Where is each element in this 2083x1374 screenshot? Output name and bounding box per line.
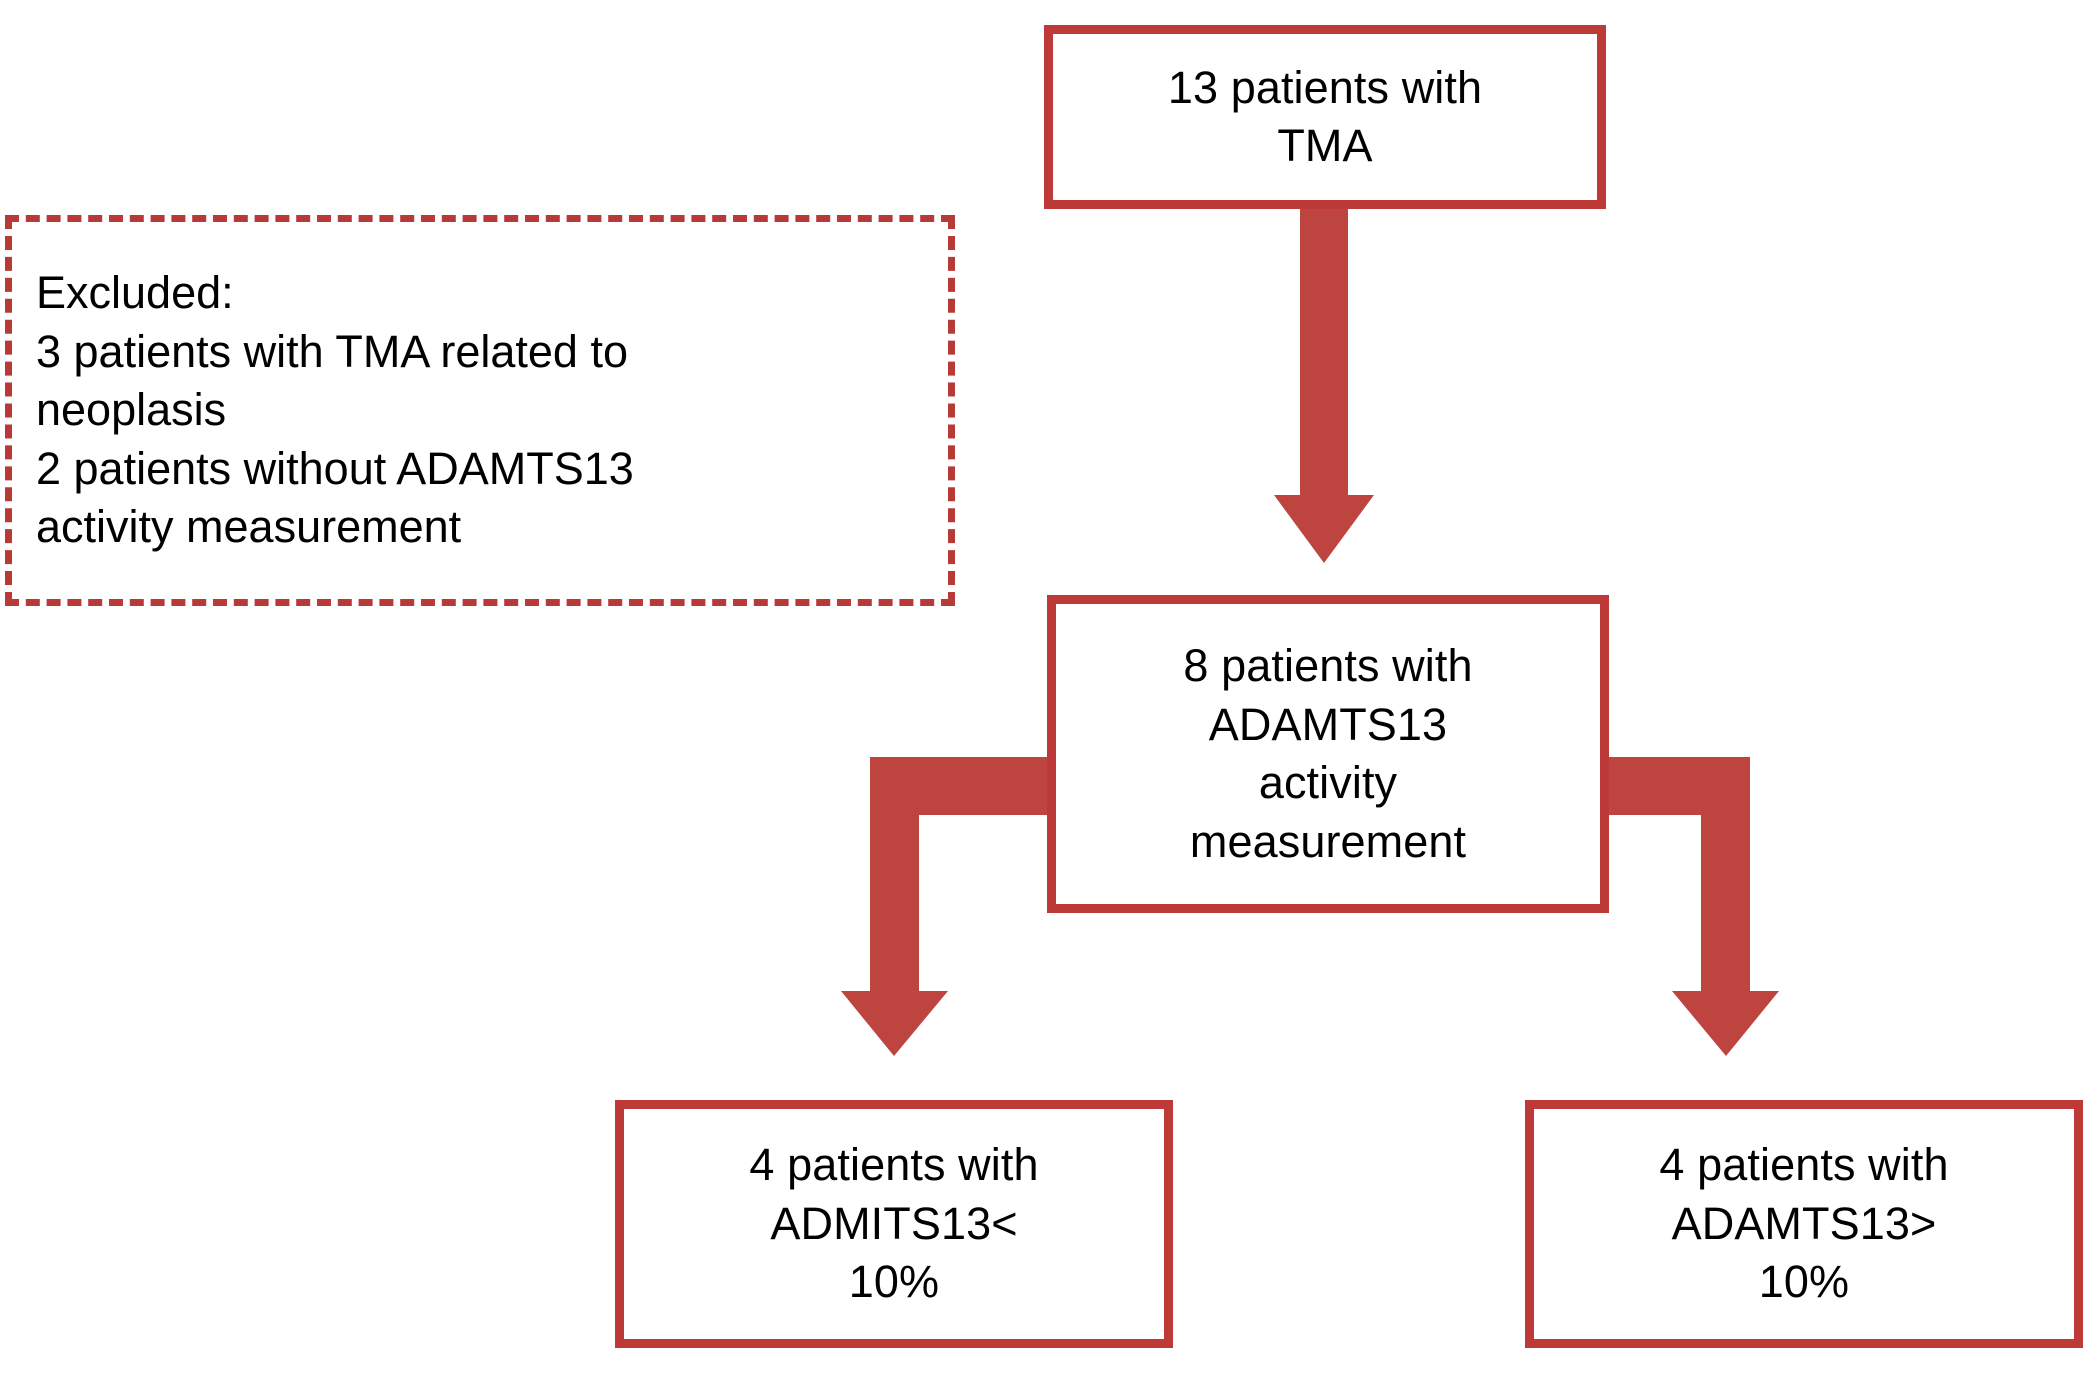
node-top-13-patients-with-tma[interactable]: 13 patients with TMA xyxy=(1044,25,1606,209)
node-middle-8-patients-with-adamts13[interactable]: 8 patients with ADAMTS13 activity measur… xyxy=(1047,595,1609,913)
node-low-right-label: 4 patients with ADAMTS13> 10% xyxy=(1659,1139,1949,1308)
node-low-left-label: 4 patients with ADMITS13< 10% xyxy=(749,1139,1039,1308)
node-low-left-4-patients-adamts13-below-10[interactable]: 4 patients with ADMITS13< 10% xyxy=(615,1100,1173,1348)
node-low-right-4-patients-adamts13-above-10[interactable]: 4 patients with ADAMTS13> 10% xyxy=(1525,1100,2083,1348)
node-excluded-label: Excluded: 3 patients with TMA related to… xyxy=(36,267,634,553)
arrow-middle-to-low-right-mirror-left-icon xyxy=(841,757,1052,1056)
arrow-middle-to-low-right-icon xyxy=(1604,757,1779,1056)
node-top-label: 13 patients with TMA xyxy=(1167,61,1483,172)
arrow-top-to-middle-icon xyxy=(1274,205,1374,563)
node-excluded[interactable]: Excluded: 3 patients with TMA related to… xyxy=(5,215,955,606)
node-middle-label: 8 patients with ADAMTS13 activity measur… xyxy=(1183,640,1473,867)
